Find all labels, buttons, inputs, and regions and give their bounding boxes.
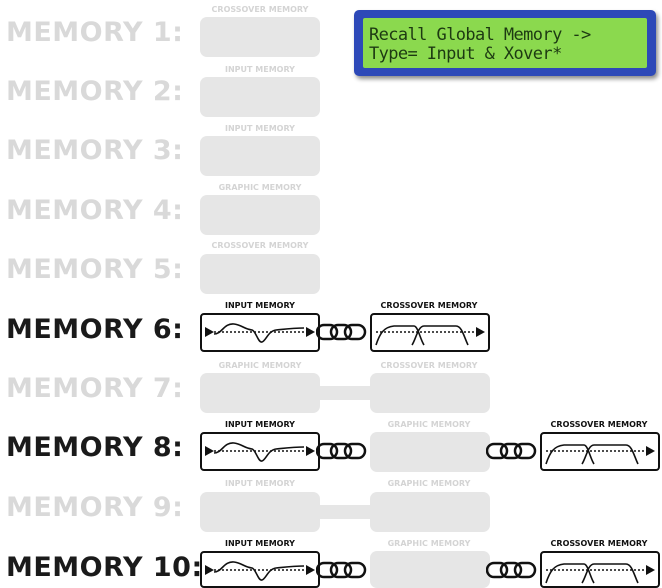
memory-5-label[interactable]: MEMORY 5:	[6, 254, 184, 285]
memory-3-slot-1[interactable]	[200, 136, 320, 176]
memory-5-slot-1-caption: CROSSOVER MEMORY	[211, 241, 309, 250]
memory-9-label[interactable]: MEMORY 9:	[6, 492, 184, 523]
memory-8-graphic-slot[interactable]	[370, 432, 490, 472]
memory-6-slot-1-caption: INPUT MEMORY	[225, 301, 295, 310]
memory-10-input-slot[interactable]	[200, 551, 320, 588]
memory-6-crossover-slot[interactable]	[370, 313, 490, 352]
memory-4-slot-1-caption: GRAPHIC MEMORY	[218, 183, 302, 192]
memory-2-label[interactable]: MEMORY 2:	[6, 76, 184, 107]
memory-8-crossover-slot[interactable]	[540, 432, 660, 471]
memory-9-slot-1[interactable]	[200, 492, 320, 532]
memory-1-slot-1[interactable]	[200, 17, 320, 57]
memory-3-slot-1-caption: INPUT MEMORY	[225, 124, 295, 133]
input-eq-curve-icon	[205, 561, 315, 581]
memory-10-slot-1-caption: INPUT MEMORY	[225, 539, 295, 548]
memory-7-slot-2[interactable]	[370, 373, 490, 413]
crossover-curve-icon	[545, 444, 655, 465]
memory-2-slot-1-caption: INPUT MEMORY	[225, 65, 295, 74]
crossover-curve-icon	[375, 325, 485, 346]
memory-9-slot-1-caption: INPUT MEMORY	[225, 479, 295, 488]
memory-6-slot-2-caption: CROSSOVER MEMORY	[380, 301, 478, 310]
memory-7-slot-1-caption: GRAPHIC MEMORY	[218, 361, 302, 370]
memory-9-slot-2[interactable]	[370, 492, 490, 532]
memory-7-label[interactable]: MEMORY 7:	[6, 373, 184, 404]
memory-10-crossover-slot[interactable]	[540, 551, 660, 588]
memory-6-chain-link-icon	[316, 323, 367, 341]
memory-2-slot-1[interactable]	[200, 77, 320, 117]
memory-8-slot-2-caption: GRAPHIC MEMORY	[387, 420, 471, 429]
memory-8-chain-link-left-icon	[316, 442, 367, 460]
memory-10-label[interactable]: MEMORY 10:	[6, 552, 203, 583]
memory-5-slot-1[interactable]	[200, 254, 320, 294]
memory-8-input-slot[interactable]	[200, 432, 320, 471]
memory-10-slot-3-caption: CROSSOVER MEMORY	[550, 539, 648, 548]
lcd-screen: Recall Global Memory -> Type= Input & Xo…	[363, 18, 647, 68]
memory-8-slot-1-caption: INPUT MEMORY	[225, 420, 295, 429]
lcd-display: Recall Global Memory -> Type= Input & Xo…	[354, 10, 656, 76]
lcd-line-1: Recall Global Memory ->	[369, 25, 591, 45]
memory-7-slot-1[interactable]	[200, 373, 320, 413]
memory-1-slot-1-caption: CROSSOVER MEMORY	[211, 5, 309, 14]
memory-10-chain-link-left-icon	[316, 561, 367, 579]
memory-4-label[interactable]: MEMORY 4:	[6, 195, 184, 226]
memory-6-label[interactable]: MEMORY 6:	[6, 314, 184, 345]
memory-9-link-bar	[318, 505, 372, 519]
memory-3-label[interactable]: MEMORY 3:	[6, 135, 184, 166]
memory-4-slot-1[interactable]	[200, 195, 320, 235]
memory-8-label[interactable]: MEMORY 8:	[6, 432, 184, 463]
memory-6-input-slot[interactable]	[200, 313, 320, 352]
memory-10-slot-2-caption: GRAPHIC MEMORY	[387, 539, 471, 548]
lcd-line-2: Type= Input & Xover*	[369, 44, 562, 64]
input-eq-curve-icon	[205, 442, 315, 462]
memory-7-slot-2-caption: CROSSOVER MEMORY	[380, 361, 478, 370]
input-eq-curve-icon	[205, 323, 315, 343]
memory-8-slot-3-caption: CROSSOVER MEMORY	[550, 420, 648, 429]
memory-7-link-bar	[318, 386, 372, 400]
memory-9-slot-2-caption: GRAPHIC MEMORY	[387, 479, 471, 488]
memory-1-label[interactable]: MEMORY 1:	[6, 17, 184, 48]
memory-10-graphic-slot[interactable]	[370, 551, 490, 588]
memory-10-chain-link-right-icon	[486, 561, 537, 579]
memory-8-chain-link-right-icon	[486, 442, 537, 460]
crossover-curve-icon	[545, 563, 655, 584]
